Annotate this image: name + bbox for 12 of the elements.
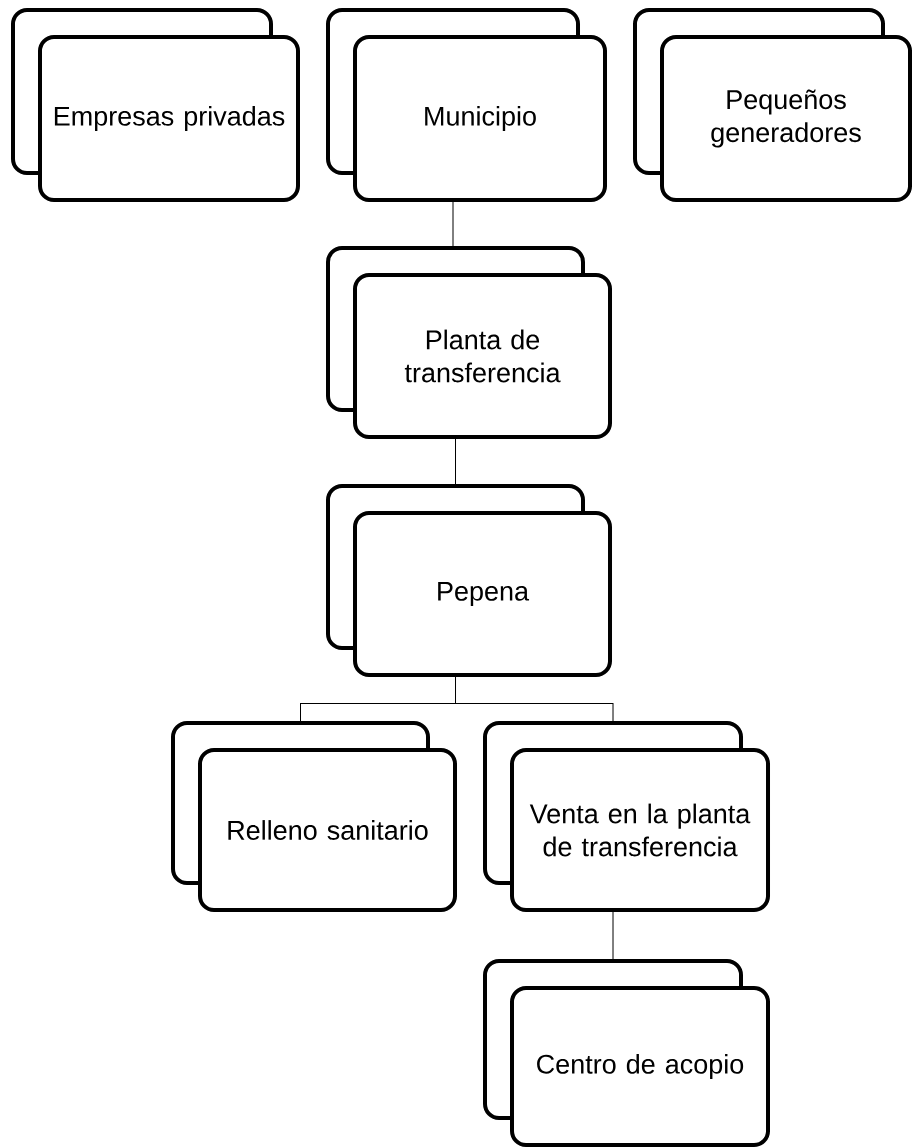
stacked-box: Pepena xyxy=(326,484,612,677)
connector-line xyxy=(452,201,454,247)
stacked-box: Pequeños generadores xyxy=(633,8,912,202)
stacked-box: Relleno sanitario xyxy=(171,721,457,912)
connector-line xyxy=(612,911,614,960)
stacked-box: Planta de transferencia xyxy=(326,246,612,439)
stacked-box: Empresas privadas xyxy=(11,8,300,202)
stacked-box: Centro de acopio xyxy=(483,959,770,1147)
connector-line xyxy=(455,438,456,485)
stacked-box: Venta en la planta de transferencia xyxy=(483,721,770,912)
connector-line xyxy=(455,676,614,722)
stacked-box: Municipio xyxy=(326,8,607,202)
